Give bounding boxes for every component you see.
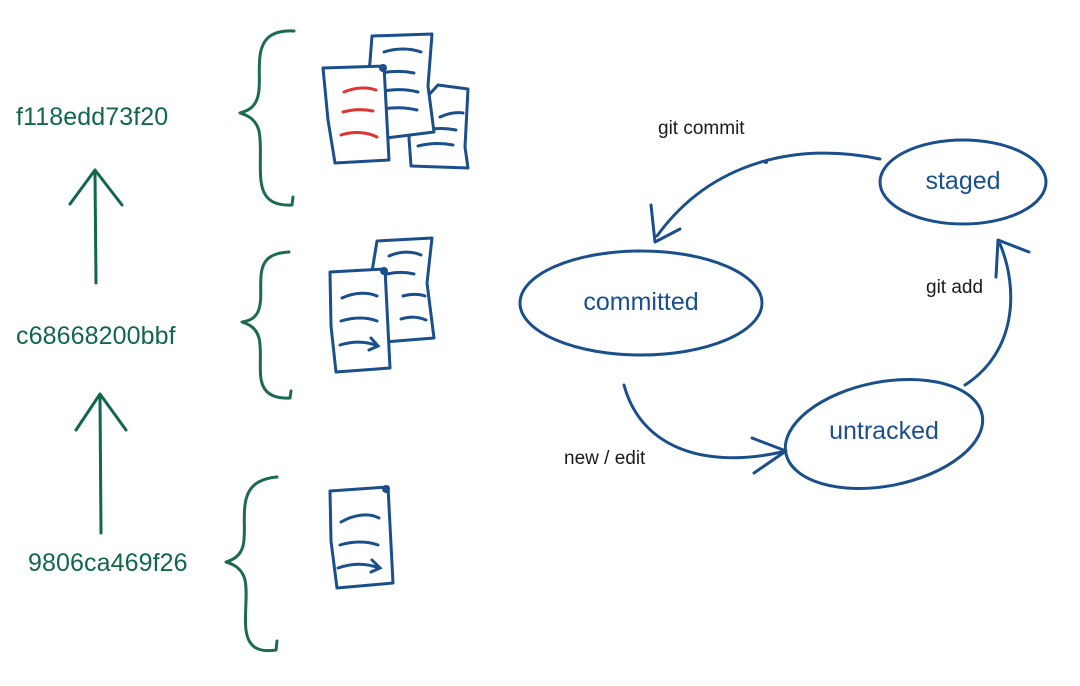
edge-label-git-add: git add bbox=[926, 277, 984, 298]
commit-hash-bottom: 9806ca469f26 bbox=[28, 549, 188, 577]
document-corner-dot bbox=[380, 267, 388, 275]
node-ellipse-committed[interactable] bbox=[518, 249, 764, 357]
document-sheet bbox=[328, 267, 392, 374]
node-label-staged[interactable]: staged bbox=[925, 167, 1001, 195]
document-text-lines bbox=[338, 291, 381, 352]
document-corner-dot bbox=[382, 485, 390, 493]
curly-brace-bottom bbox=[224, 475, 279, 653]
edge-label-new-edit: new / edit bbox=[564, 448, 646, 469]
history-arrow-lower bbox=[74, 392, 128, 535]
commit-hash-middle: c68668200bbf bbox=[16, 322, 176, 350]
edge-label-git-commit: git commit bbox=[658, 118, 745, 139]
edge-git-add bbox=[963, 238, 1031, 387]
document-text-line bbox=[379, 70, 416, 75]
document-sheet-changed bbox=[321, 64, 391, 165]
document-text-lines bbox=[385, 250, 428, 322]
node-ellipse-untracked[interactable] bbox=[776, 364, 992, 504]
document-text-lines bbox=[336, 513, 383, 574]
curly-brace-middle bbox=[240, 250, 293, 400]
document-changed-lines bbox=[339, 86, 379, 139]
edge-git-commit bbox=[649, 151, 882, 244]
document-corner-dot bbox=[379, 64, 387, 72]
node-ellipse-staged[interactable] bbox=[878, 138, 1048, 226]
snapshot-two-documents bbox=[328, 236, 436, 374]
node-label-committed[interactable]: committed bbox=[583, 288, 699, 316]
curly-brace-top bbox=[238, 29, 296, 207]
node-label-untracked[interactable]: untracked bbox=[829, 417, 939, 445]
snapshot-one-document bbox=[328, 485, 395, 590]
commit-hash-top: f118edd73f20 bbox=[16, 103, 169, 131]
snapshot-three-documents bbox=[321, 32, 470, 170]
edge-new-edit bbox=[622, 383, 788, 475]
document-sheet bbox=[328, 485, 395, 590]
edge-dot-decoration bbox=[764, 160, 768, 164]
history-arrow-upper bbox=[68, 168, 124, 285]
